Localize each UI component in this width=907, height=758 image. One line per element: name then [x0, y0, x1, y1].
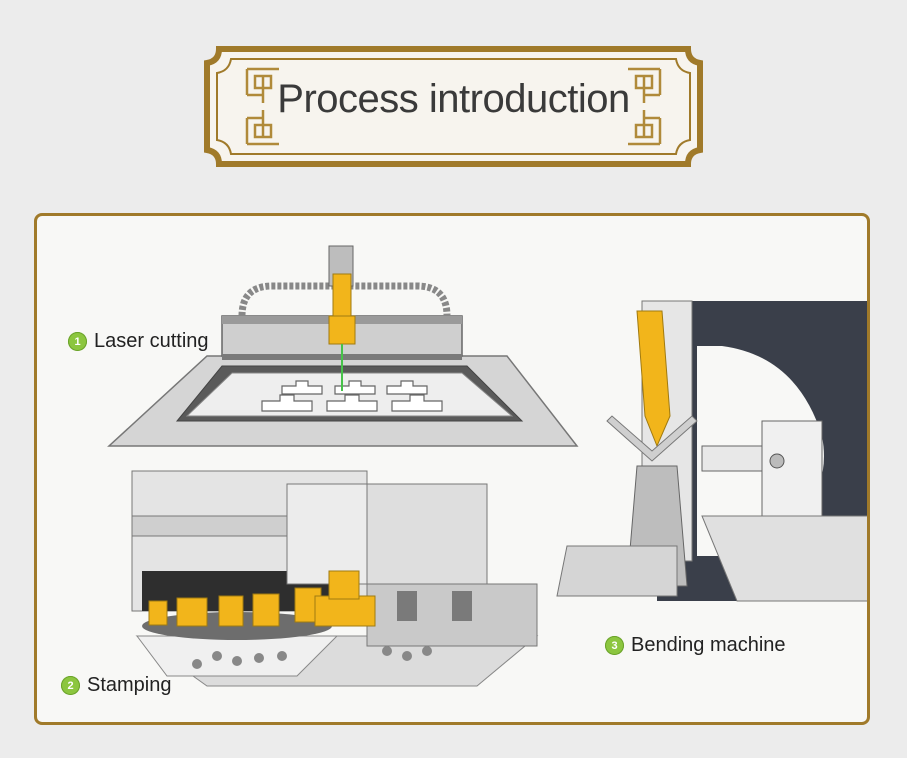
process-illustration [107, 245, 867, 687]
step-stamping: 2 Stamping [61, 674, 172, 697]
process-panel: 1 Laser cutting 2 Stamping 3 Bending mac… [34, 213, 870, 725]
laser-cutting-machine-icon [107, 245, 579, 447]
stamping-machine-icon [131, 470, 539, 687]
step-number-badge: 2 [61, 676, 80, 695]
step-label: Laser cutting [94, 330, 209, 352]
title-banner: Process introduction [197, 43, 710, 170]
bending-machine-icon [556, 300, 867, 602]
step-number-badge: 1 [68, 332, 87, 351]
page-title: Process introduction [277, 77, 630, 121]
step-number-badge: 3 [605, 636, 624, 655]
step-bending-machine: 3 Bending machine [605, 634, 786, 657]
step-label: Bending machine [631, 634, 786, 656]
step-label: Stamping [87, 674, 172, 696]
step-laser-cutting: 1 Laser cutting [68, 330, 209, 353]
ornate-frame-icon [204, 46, 703, 167]
